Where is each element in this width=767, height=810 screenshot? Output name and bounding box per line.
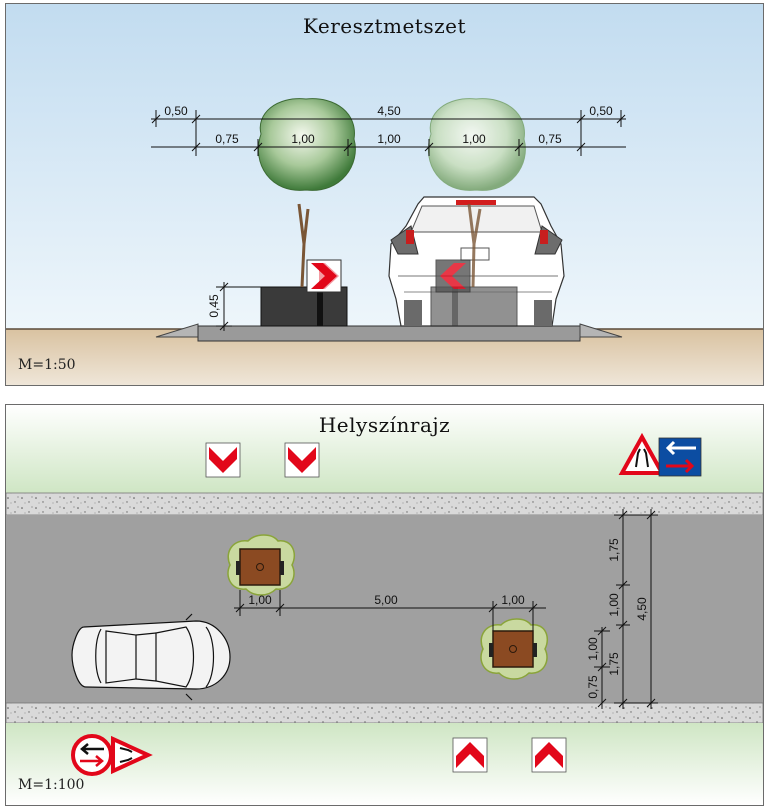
dim-label: 1,00 bbox=[462, 132, 486, 146]
chevron-up-sign-icon bbox=[531, 737, 567, 773]
sidewalk bbox=[6, 492, 763, 516]
dim-label: 0,50 bbox=[589, 104, 613, 118]
dimension-lines bbox=[234, 509, 658, 709]
sidewalk bbox=[6, 702, 763, 724]
priority-to-oncoming-sign-icon bbox=[71, 734, 113, 776]
road-cross-section bbox=[155, 323, 623, 342]
road-narrows-sign-icon bbox=[618, 432, 666, 475]
chevron-up-sign-icon bbox=[452, 737, 488, 773]
dim-label: 1,00 bbox=[291, 132, 315, 146]
site-plan-drawing: 1,00 5,00 1,00 1,75 1,00 1,75 4,50 1,00 … bbox=[6, 405, 763, 805]
dim-label: 1,00 bbox=[501, 593, 525, 607]
cross-section-panel: 0,50 4,50 0,50 0,75 1,00 1,00 1,00 0,75 … bbox=[5, 3, 764, 386]
dim-label: 1,00 bbox=[377, 132, 401, 146]
planter-box bbox=[430, 286, 518, 327]
dim-label: 0,75 bbox=[586, 675, 600, 699]
dim-label: 5,00 bbox=[374, 593, 398, 607]
dimension-lines bbox=[151, 110, 626, 331]
cross-section-scale: M=1:50 bbox=[18, 357, 76, 373]
dim-label: 0,75 bbox=[538, 132, 562, 146]
dim-label: 1,75 bbox=[607, 538, 621, 562]
road-narrows-sign-icon bbox=[111, 735, 153, 775]
dim-label: 4,50 bbox=[377, 104, 401, 118]
dim-label: 4,50 bbox=[635, 597, 649, 621]
chevron-down-sign-icon bbox=[284, 442, 320, 478]
cross-section-title: Keresztmetszet bbox=[303, 14, 466, 38]
dim-label: 0,50 bbox=[164, 104, 188, 118]
dim-label: 1,00 bbox=[586, 637, 600, 661]
dim-label: 0,45 bbox=[207, 294, 221, 318]
priority-over-oncoming-sign-icon bbox=[658, 437, 702, 477]
planter-box bbox=[260, 286, 348, 327]
site-plan-scale: M=1:100 bbox=[18, 777, 85, 793]
dim-label: 1,00 bbox=[248, 593, 272, 607]
cross-section-drawing: 0,50 4,50 0,50 0,75 1,00 1,00 1,00 0,75 … bbox=[6, 4, 763, 385]
dim-label: 1,75 bbox=[607, 652, 621, 676]
tree-planter-icon bbox=[480, 618, 549, 680]
sky bbox=[6, 4, 763, 330]
chevron-left-sign-icon bbox=[435, 259, 471, 293]
car-top-view-icon bbox=[71, 613, 231, 701]
site-plan-panel: 1,00 5,00 1,00 1,75 1,00 1,75 4,50 1,00 … bbox=[5, 404, 764, 806]
tree-right bbox=[427, 98, 526, 288]
tree-planter-icon bbox=[227, 534, 296, 596]
chevron-down-sign-icon bbox=[205, 442, 241, 478]
site-plan-title: Helyszínrajz bbox=[318, 413, 451, 437]
tree-left bbox=[257, 98, 356, 288]
dim-label: 1,00 bbox=[607, 593, 621, 617]
dim-label: 0,75 bbox=[215, 132, 239, 146]
chevron-right-sign-icon bbox=[306, 259, 342, 293]
